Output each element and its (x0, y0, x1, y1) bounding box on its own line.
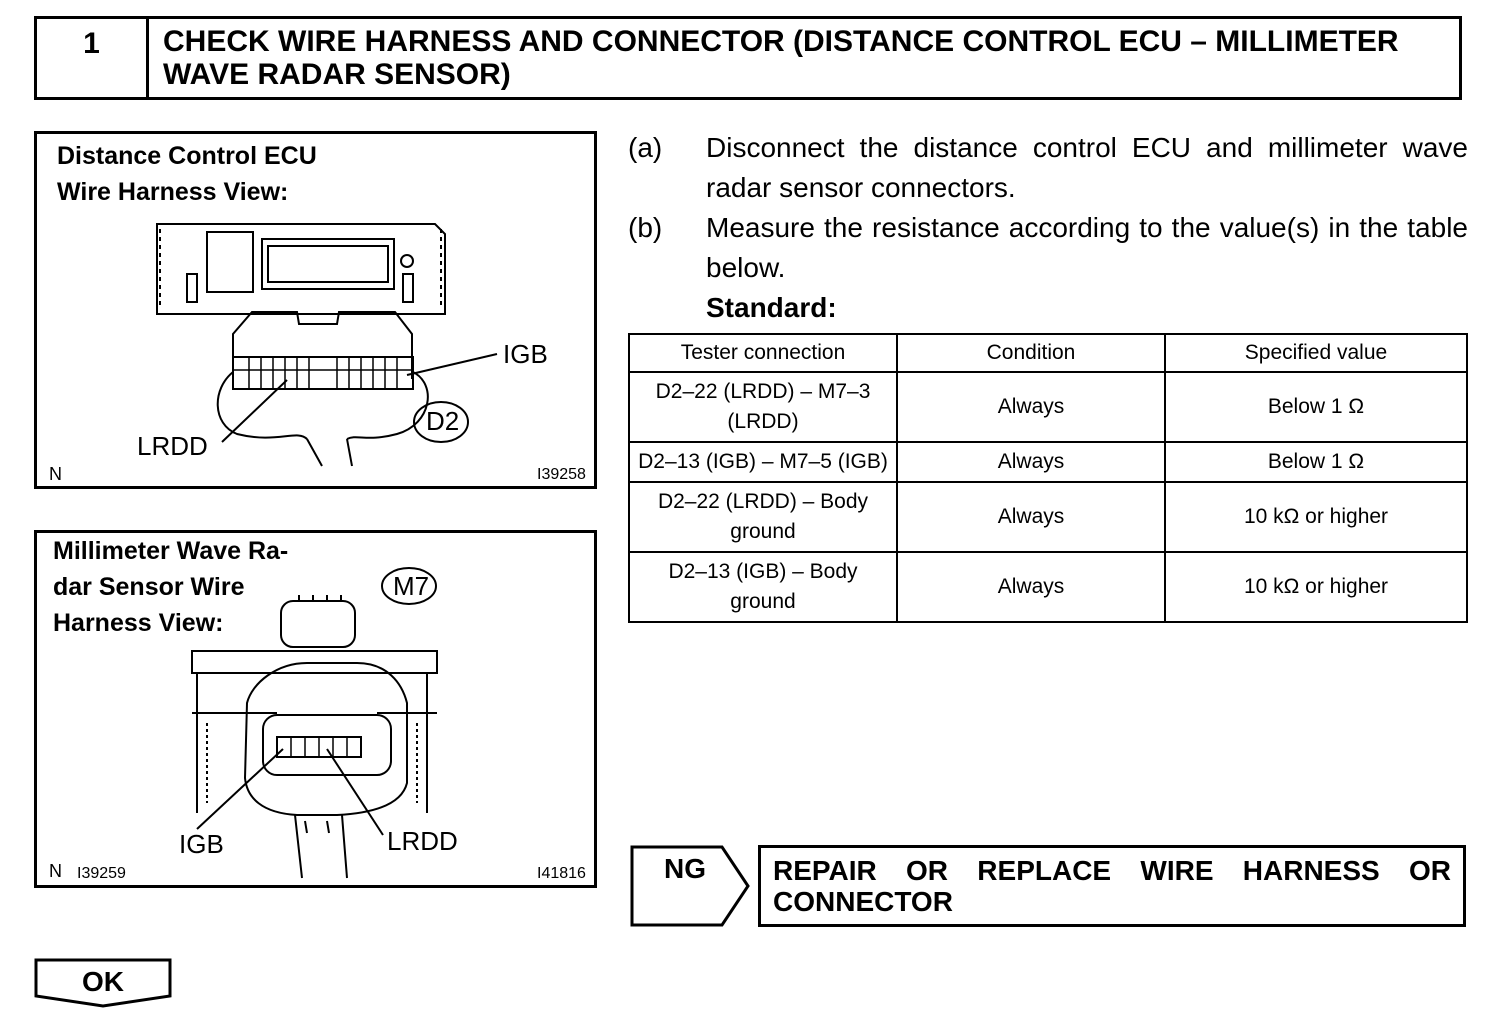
table-cell: D2–22 (LRDD) – Body ground (628, 481, 898, 553)
table-cell: Below 1 Ω (1164, 441, 1468, 483)
table-header: Tester connection (628, 333, 898, 373)
figure-ecu-title-line1: Distance Control ECU (57, 142, 317, 170)
table-row: D2–22 (LRDD) – M7–3 (LRDD) Always Below … (628, 371, 1468, 443)
step-text: Disconnect the distance control ECU and … (706, 132, 1468, 203)
figure-id: I39258 (537, 466, 586, 483)
table-row: D2–13 (IGB) – Body ground Always 10 kΩ o… (628, 551, 1468, 623)
table-cell: D2–13 (IGB) – Body ground (628, 551, 898, 623)
spec-table: Tester connection Condition Specified va… (628, 333, 1468, 623)
ng-label: NG (664, 853, 706, 884)
label-lrdd: LRDD (387, 826, 458, 856)
table-row: D2–22 (LRDD) – Body ground Always 10 kΩ … (628, 481, 1468, 553)
step-title: CHECK WIRE HARNESS AND CONNECTOR (DISTAN… (163, 25, 1399, 91)
ng-arrow-shape (630, 845, 750, 927)
table-cell: 10 kΩ or higher (1164, 551, 1468, 623)
figure-ecu-connector: Distance Control ECU Wire Harness View: (34, 131, 597, 489)
table-cell: Always (896, 371, 1166, 443)
table-cell: Below 1 Ω (1164, 371, 1468, 443)
figure-id-right: I41816 (537, 865, 586, 882)
ok-label: OK (82, 966, 124, 997)
figure-radar-connector: Millimeter Wave Ra- dar Sensor Wire Harn… (34, 530, 597, 888)
step-number: 1 (37, 19, 149, 97)
figure-corner-mark: N (49, 464, 62, 484)
connector-tag-d2: D2 (426, 406, 460, 436)
radar-connector-diagram (191, 567, 438, 879)
label-igb: IGB (503, 339, 548, 369)
step-text: Measure the resistance according to the … (706, 212, 1468, 283)
figure-radar-title-line1: Millimeter Wave Ra- (53, 537, 289, 565)
label-lrdd: LRDD (137, 431, 208, 461)
label-igb: IGB (179, 829, 224, 859)
table-cell: Always (896, 481, 1166, 553)
ng-result-box: REPAIR OR REPLACE WIRE HARNESS OR CONNEC… (758, 845, 1466, 927)
table-cell: Always (896, 551, 1166, 623)
figure-radar-title-line2: dar Sensor Wire (53, 573, 245, 601)
ecu-connector-diagram (156, 223, 498, 467)
table-cell: D2–22 (LRDD) – M7–3 (LRDD) (628, 371, 898, 443)
step-b: (b) Measure the resistance according to … (628, 208, 1468, 328)
table-cell: 10 kΩ or higher (1164, 481, 1468, 553)
figure-ecu-title: Distance Control ECU Wire Harness View: (57, 138, 317, 210)
connector-tag-m7: M7 (393, 571, 430, 601)
step-marker: (b) (628, 212, 663, 243)
table-cell: Always (896, 441, 1166, 483)
figure-radar-title-line3: Harness View: (53, 609, 224, 637)
standard-label: Standard: (706, 292, 837, 323)
ng-branch-arrow[interactable]: NG (630, 845, 750, 927)
step-marker: (a) (628, 132, 663, 163)
ok-arrow-shape (34, 958, 172, 1008)
table-cell: D2–13 (IGB) – M7–5 (IGB) (628, 441, 898, 483)
figure-id-left: I39259 (77, 865, 126, 882)
table-header: Condition (896, 333, 1166, 373)
table-header-row: Tester connection Condition Specified va… (628, 333, 1468, 373)
procedure-steps: (a) Disconnect the distance control ECU … (628, 128, 1468, 328)
step-header: 1 CHECK WIRE HARNESS AND CONNECTOR (DIST… (34, 16, 1462, 100)
table-header: Specified value (1164, 333, 1468, 373)
ok-branch-arrow[interactable]: OK (34, 958, 172, 1008)
figure-radar-title: Millimeter Wave Ra- dar Sensor Wire Harn… (53, 533, 288, 641)
step-a: (a) Disconnect the distance control ECU … (628, 128, 1468, 208)
table-row: D2–13 (IGB) – M7–5 (IGB) Always Below 1 … (628, 441, 1468, 483)
figure-ecu-title-line2: Wire Harness View: (57, 178, 289, 206)
figure-corner-mark: N (49, 861, 62, 881)
